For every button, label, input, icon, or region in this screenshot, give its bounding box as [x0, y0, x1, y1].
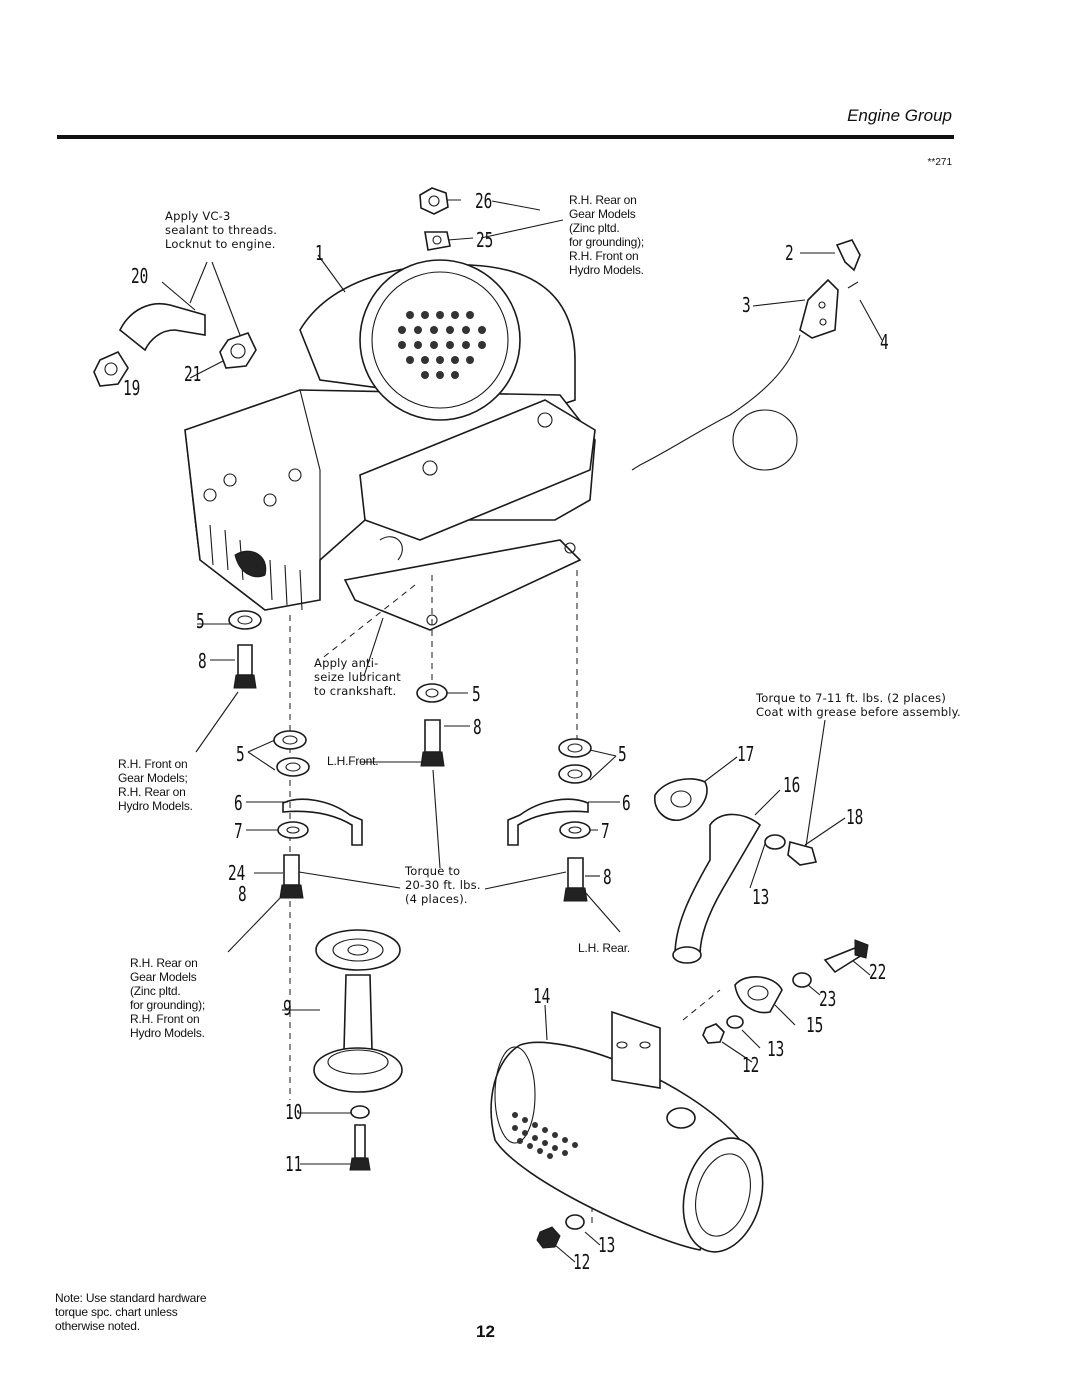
note-apply-vc3: Apply VC-3 sealant to threads. Locknut t…	[165, 209, 278, 251]
callout-3: 3	[742, 293, 751, 317]
callout-8-left-bottom: 8	[238, 882, 247, 906]
page-number: 12	[476, 1322, 495, 1341]
callout-5-left-top: 5	[196, 609, 205, 633]
callout-8-right: 8	[603, 865, 612, 889]
callout-24: 24	[228, 861, 246, 885]
callout-7-left: 7	[234, 819, 243, 843]
callout-6-left: 6	[234, 791, 243, 815]
callout-11: 11	[285, 1152, 303, 1176]
callout-18: 18	[846, 805, 864, 829]
section-title: Engine Group	[847, 106, 952, 125]
callout-7-right: 7	[601, 819, 610, 843]
callout-10: 10	[285, 1100, 303, 1124]
callout-8-center: 8	[473, 715, 482, 739]
note-rh-rear-gear-bottom: R.H. Rear on Gear Models (Zinc pltd. for…	[130, 956, 206, 1040]
callout-5-left-stack: 5	[236, 742, 245, 766]
callout-21: 21	[184, 362, 202, 386]
reference-number: **271	[927, 157, 952, 168]
callout-5-center: 5	[472, 682, 481, 706]
callout-12-upper: 12	[742, 1053, 760, 1077]
callout-16: 16	[783, 773, 801, 797]
note-rh-rear-gear-top: R.H. Rear on Gear Models (Zinc pltd. for…	[569, 193, 645, 277]
callout-8-left-top: 8	[198, 649, 207, 673]
note-torque-20-30: Torque to 20-30 ft. lbs. (4 places).	[405, 864, 481, 906]
callout-23: 23	[819, 987, 837, 1011]
callout-12-lower: 12	[573, 1250, 591, 1274]
callout-15: 15	[806, 1013, 824, 1037]
callout-17: 17	[737, 742, 755, 766]
note-apply-antiseize: Apply anti- seize lubricant to crankshaf…	[314, 656, 401, 698]
callout-22: 22	[869, 960, 887, 984]
callout-4: 4	[880, 330, 889, 354]
callout-9: 9	[283, 996, 292, 1020]
callout-13-lower: 13	[598, 1233, 616, 1257]
callout-19: 19	[123, 376, 141, 400]
callout-2: 2	[785, 241, 794, 265]
engine-assembly	[184, 259, 596, 631]
note-rh-front-gear: R.H. Front on Gear Models; R.H. Rear on …	[118, 757, 193, 813]
note-lh-rear: L.H. Rear.	[578, 941, 631, 955]
callout-5-right: 5	[618, 742, 627, 766]
note-lh-front: L.H.Front.	[327, 754, 379, 768]
callout-13-elbow: 13	[752, 885, 770, 909]
header-rule	[57, 135, 954, 139]
callout-1: 1	[315, 241, 324, 265]
callout-14: 14	[533, 984, 551, 1008]
callout-26: 26	[475, 189, 493, 213]
callout-25: 25	[476, 228, 494, 252]
callout-20: 20	[131, 264, 149, 288]
callout-6-right: 6	[622, 791, 631, 815]
note-standard-hardware: Note: Use standard hardware torque spc. …	[55, 1291, 207, 1333]
callout-13-bracket: 13	[767, 1037, 785, 1061]
note-torque-7-11: Torque to 7-11 ft. lbs. (2 places) Coat …	[756, 691, 961, 719]
